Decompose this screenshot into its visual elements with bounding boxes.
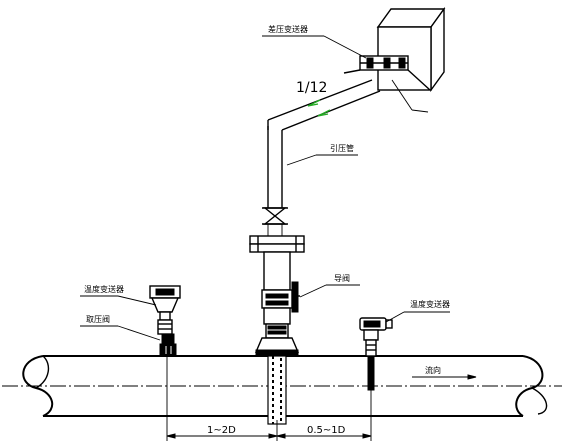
dp-probe <box>267 355 287 425</box>
dimension-lines <box>166 356 372 441</box>
slope-label: 1/12 <box>296 80 327 96</box>
root-valve <box>254 251 300 357</box>
pressure-transmitter <box>149 285 181 357</box>
impulse-pipe <box>267 79 381 208</box>
dimension-upstream: 1~2D <box>207 425 236 436</box>
dp-transmitter-label: 差压变送器 <box>268 24 308 34</box>
root-valve-label: 导阀 <box>334 274 350 283</box>
impulse-pipe-label: 引压管 <box>330 143 354 153</box>
dimension-downstream: 0.5~1D <box>307 425 346 436</box>
flow-direction-arrow <box>412 374 477 380</box>
temperature-transmitter-label: 温度变送器 <box>410 299 450 309</box>
impulse-valve <box>262 207 288 225</box>
slope-arrow <box>307 99 331 117</box>
dp-transmitter <box>343 6 446 113</box>
temperature-transmitter <box>359 317 393 391</box>
pressure-valve-label: 取压阀 <box>86 315 110 324</box>
flange <box>249 224 305 253</box>
flow-direction-label: 流向 <box>425 365 441 375</box>
pressure-transmitter-label: 温度变送器 <box>84 284 124 294</box>
